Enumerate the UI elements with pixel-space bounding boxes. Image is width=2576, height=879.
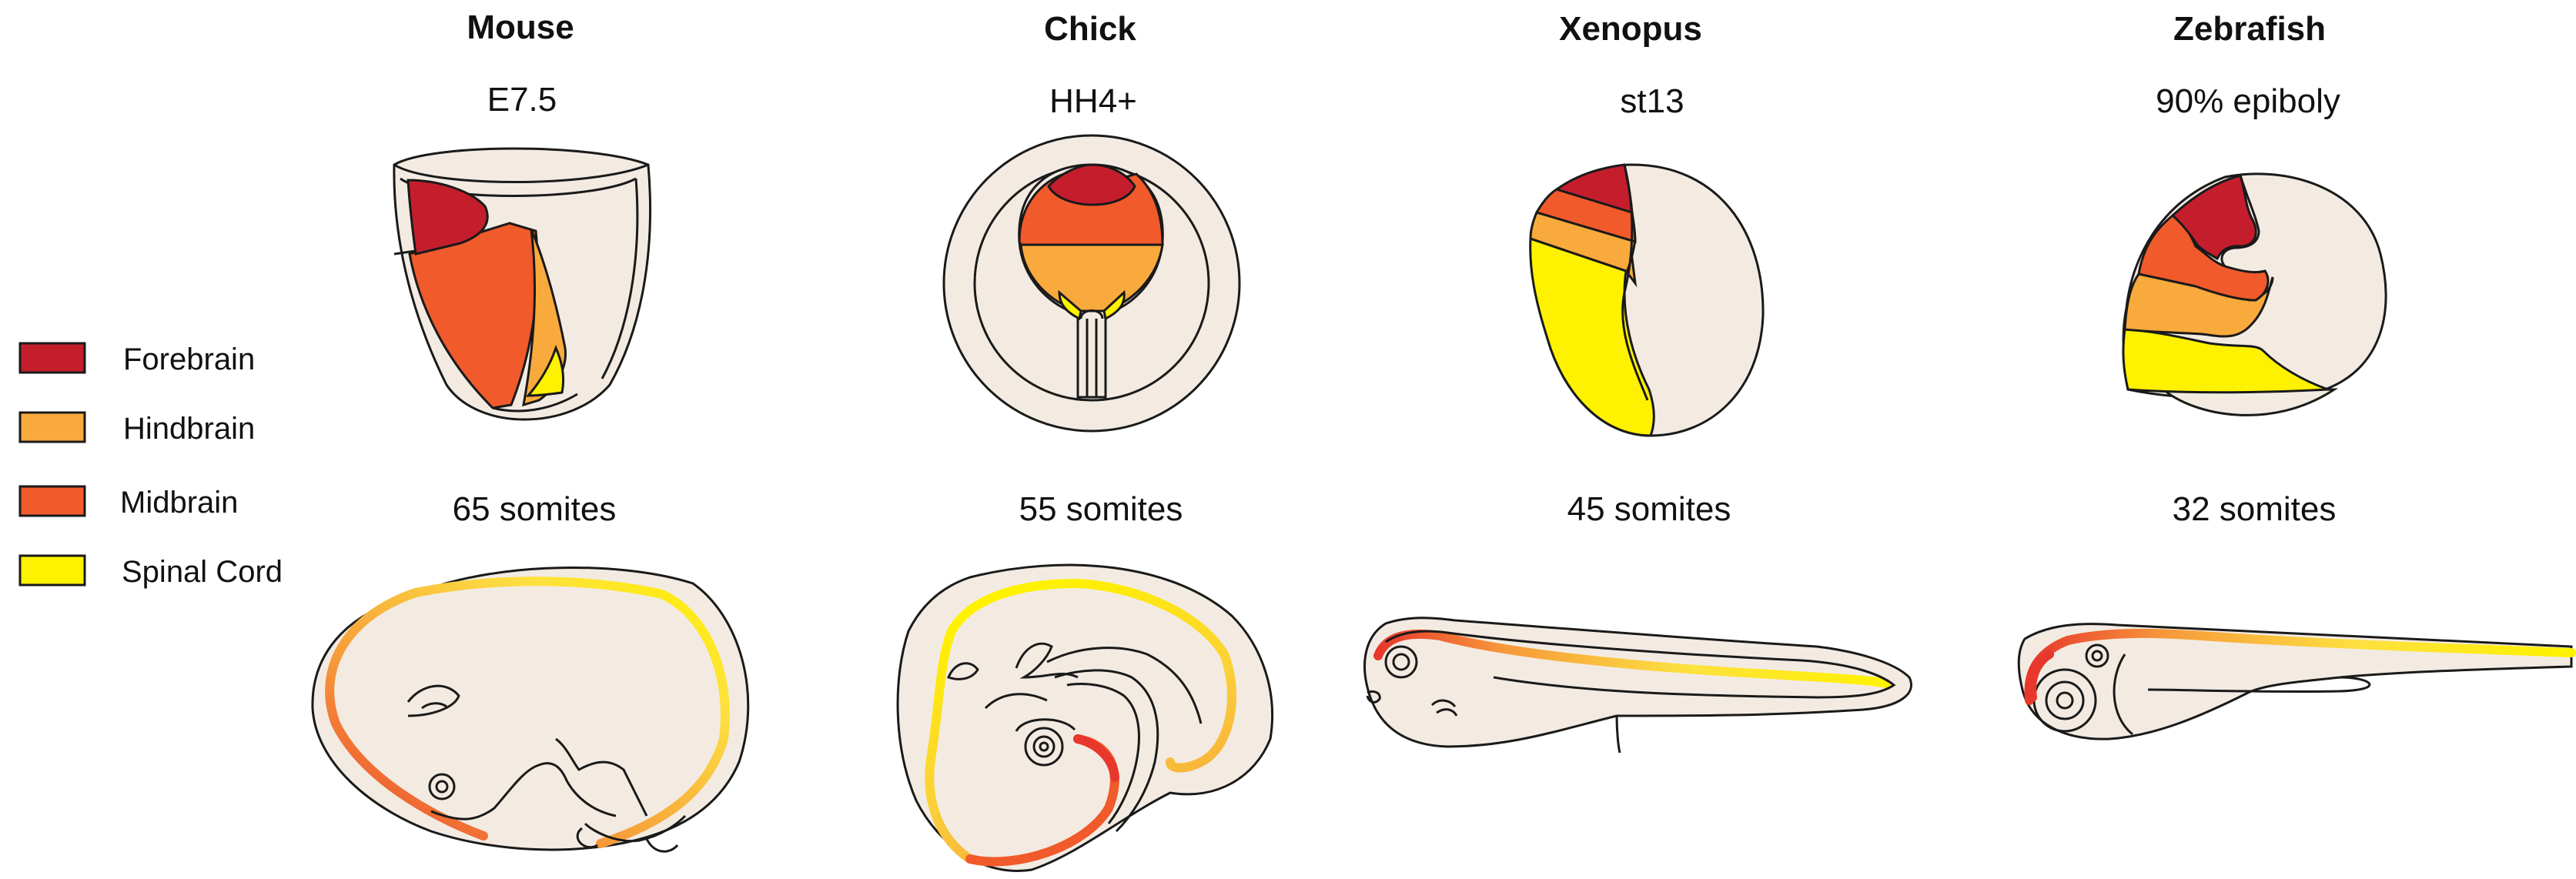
legend-item-midbrain: Midbrain <box>20 486 238 520</box>
legend-item-spinal-cord: Spinal Cord <box>20 555 283 589</box>
species-title-chick: Chick <box>1044 10 1136 48</box>
legend-label-spinal-cord: Spinal Cord <box>122 555 283 589</box>
stage-label-zebrafish-late: 32 somites <box>2173 490 2337 528</box>
legend: Forebrain Hindbrain Midbrain Spinal Cord <box>20 343 283 589</box>
mouse-65-somites-embryo <box>313 567 748 851</box>
mouse-e7-5-embryo <box>394 149 651 419</box>
xenopus-st13-embryo <box>1531 165 1763 436</box>
legend-label-hindbrain: Hindbrain <box>123 412 255 446</box>
chick-55-somites-embryo <box>898 565 1272 871</box>
legend-item-hindbrain: Hindbrain <box>20 412 255 446</box>
stage-label-chick-late: 55 somites <box>1019 490 1183 528</box>
legend-swatch-midbrain <box>20 486 85 516</box>
legend-item-forebrain: Forebrain <box>20 343 255 376</box>
stage-label-zebrafish-early: 90% epiboly <box>2156 82 2340 120</box>
legend-swatch-hindbrain <box>20 413 85 442</box>
xenopus-45-somites-embryo <box>1365 618 1912 753</box>
zebrafish-90-epiboly-embryo <box>2123 174 2386 416</box>
legend-label-forebrain: Forebrain <box>123 343 255 376</box>
zebrafish-32-somites-embryo <box>2019 624 2571 740</box>
stage-label-xenopus-late: 45 somites <box>1567 490 1731 528</box>
stage-label-mouse-early: E7.5 <box>487 81 557 119</box>
species-title-xenopus: Xenopus <box>1559 10 1702 48</box>
legend-swatch-spinal-cord <box>20 556 85 585</box>
stage-label-xenopus-early: st13 <box>1620 82 1684 120</box>
chick-hh4-embryo <box>944 135 1239 431</box>
species-title-zebrafish: Zebrafish <box>2173 10 2326 48</box>
legend-label-midbrain: Midbrain <box>120 486 238 520</box>
stage-label-mouse-late: 65 somites <box>453 490 617 528</box>
species-title-mouse: Mouse <box>467 8 574 46</box>
stage-label-chick-early: HH4+ <box>1049 82 1137 120</box>
legend-swatch-forebrain <box>20 343 85 373</box>
